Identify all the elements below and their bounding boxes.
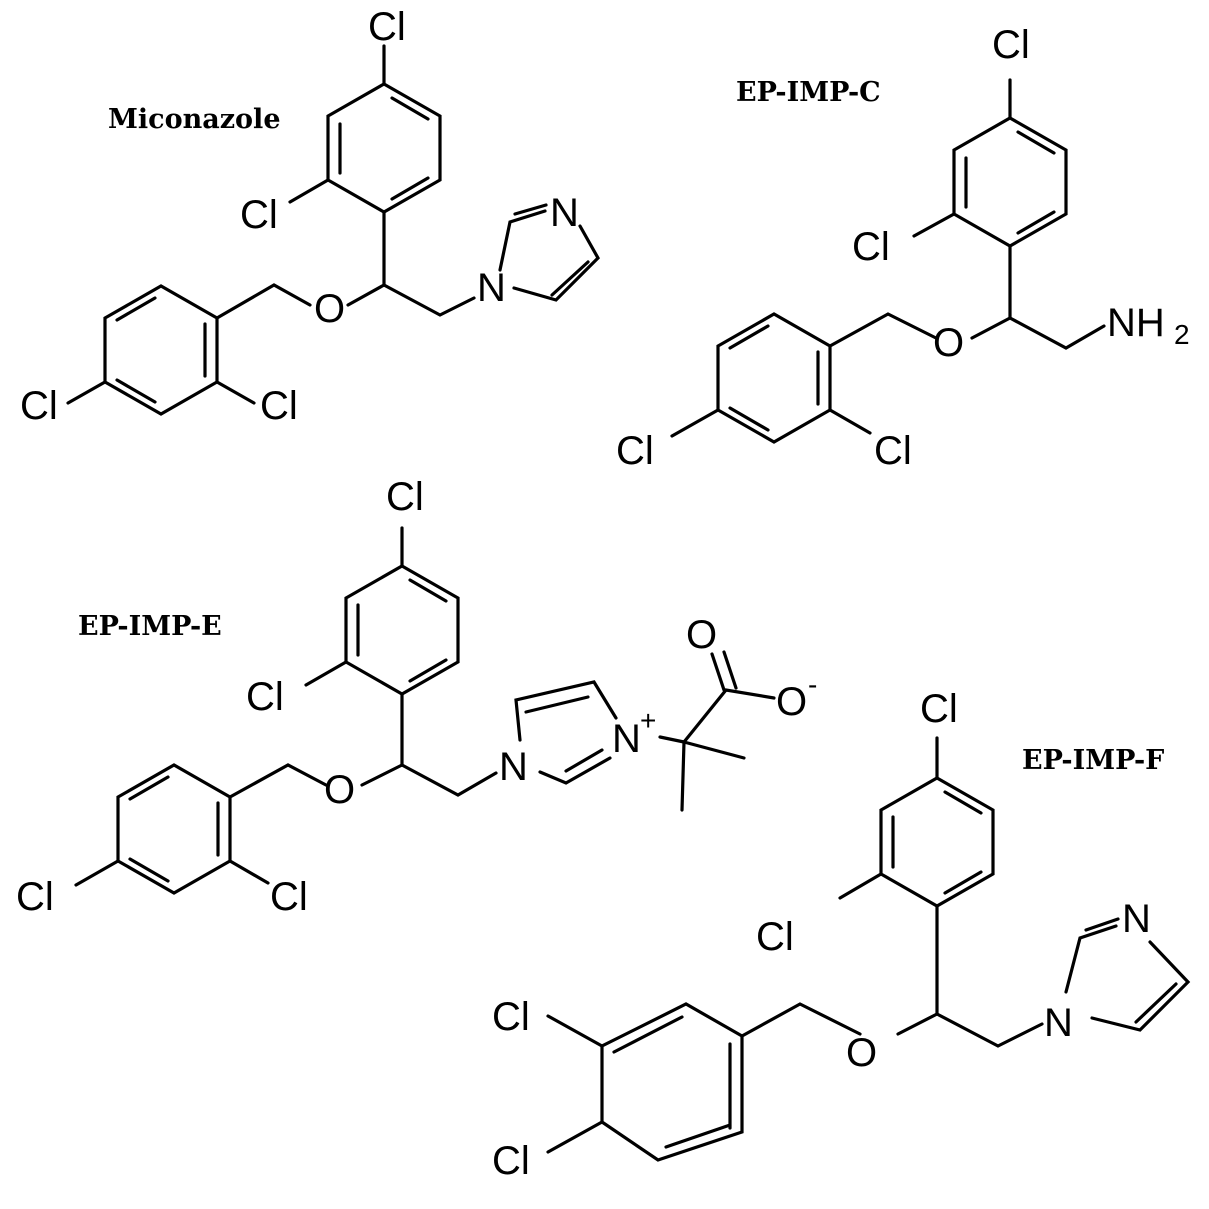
benzyl-ring-inner-bonds xyxy=(115,296,207,404)
carbonyl-oxygen: O xyxy=(686,613,717,657)
chlorine-atom: Cl xyxy=(246,675,284,719)
structure-ep-imp-f: EP-IMP-F Cl Cl O N N Cl Cl xyxy=(492,687,1191,1183)
chlorine-atom: Cl xyxy=(874,429,912,473)
benzyl-ortho-chlorine-bond xyxy=(215,380,256,405)
oxygen-to-benzyl-bond xyxy=(828,312,938,348)
benzyl-ring-inner-bonds xyxy=(728,324,820,432)
oxygen-atom: O xyxy=(933,321,964,365)
benzyl-ring-bonds xyxy=(716,312,832,444)
structure-ep-imp-c: EP-IMP-C Cl Cl O NH 2 Cl Cl xyxy=(616,23,1190,473)
chlorine-atom: Cl xyxy=(16,875,54,919)
imidazole-double-bonds xyxy=(513,203,590,297)
amine-group: NH xyxy=(1107,301,1165,345)
ch-to-oxygen-bond xyxy=(346,283,386,307)
benzyl-ortho-chlorine-bond xyxy=(828,408,872,435)
ortho-chlorine-bond xyxy=(304,660,348,687)
imidazole-ring-bonds xyxy=(1064,924,1191,1032)
oxygen-to-benzyl-bond xyxy=(228,763,328,799)
structure-ep-imp-e: EP-IMP-E Cl Cl O N N + O O - Cl Cl xyxy=(16,475,817,919)
dichlorophenyl-ring-inner-bonds xyxy=(964,130,1056,235)
ch-to-oxygen-bond xyxy=(360,763,404,787)
benzyl-para-chlorine-bond xyxy=(74,859,120,887)
ch-to-oxygen-bond xyxy=(970,316,1012,340)
chlorine-atom: Cl xyxy=(920,687,958,731)
imidazole-ring-bonds xyxy=(498,209,600,302)
carbonyl-double-bond xyxy=(710,650,738,692)
oxygen-to-benzyl-bond xyxy=(215,283,312,320)
negative-charge: - xyxy=(808,669,817,700)
ethyl-chain-bond xyxy=(1008,316,1106,350)
ortho-chlorine-bond xyxy=(288,178,330,204)
dichlorophenyl-ring-bonds xyxy=(952,116,1068,248)
chlorine-atom: Cl xyxy=(368,5,406,49)
chlorine-atom: Cl xyxy=(852,225,890,269)
dichlorophenyl-ring-inner-bonds xyxy=(356,578,448,683)
nitrogen-to-quaternary-carbon-bond xyxy=(658,735,686,744)
ethyl-chain-bond xyxy=(382,283,476,317)
meta-chlorine-bond xyxy=(546,1014,604,1048)
structure-miconazole: Miconazole Cl Cl O N N Cl Cl xyxy=(20,5,600,428)
chlorine-atom: Cl xyxy=(240,193,278,237)
oxygen-atom: O xyxy=(314,287,345,331)
dichlorophenyl-ring-inner-bonds xyxy=(891,790,983,895)
nitrogen-cation: N xyxy=(612,717,641,761)
nitrogen-atom: N xyxy=(477,266,506,310)
amine-subscript: 2 xyxy=(1174,319,1190,350)
benzyl-ring-bonds xyxy=(103,284,219,416)
nitrogen-atom: N xyxy=(499,745,528,789)
nitrogen-atom: N xyxy=(550,191,579,235)
imidazole-double-bonds xyxy=(1084,917,1178,1024)
carboxylate-side-chain-bonds xyxy=(680,688,776,812)
chlorine-atom: Cl xyxy=(992,23,1030,67)
positive-charge: + xyxy=(640,705,656,736)
chlorine-atom: Cl xyxy=(260,384,298,428)
nitrogen-atom: N xyxy=(1122,897,1151,941)
chlorine-atom: Cl xyxy=(20,384,58,428)
chlorine-atom: Cl xyxy=(386,475,424,519)
structure-label-miconazole: Miconazole xyxy=(108,104,281,135)
imidazolium-ring-bonds xyxy=(514,680,618,785)
dichlorophenyl-ring-inner-bonds xyxy=(338,96,430,201)
dichlorophenyl-ring-bonds xyxy=(344,564,460,696)
chlorine-atom: Cl xyxy=(756,915,794,959)
carboxylate-oxygen: O xyxy=(776,680,807,724)
benzyl-ring-bonds xyxy=(600,1002,744,1162)
benzyl-ortho-chlorine-bond xyxy=(228,859,270,885)
nitrogen-atom: N xyxy=(1044,1001,1073,1045)
benzyl-ring-inner-bonds xyxy=(128,775,220,883)
benzyl-ring-inner-bonds xyxy=(612,1015,732,1149)
benzyl-para-chlorine-bond xyxy=(670,408,720,438)
ortho-chlorine-bond xyxy=(912,212,956,238)
structure-label-ep-imp-f: EP-IMP-F xyxy=(1022,745,1164,776)
benzyl-ring-bonds xyxy=(116,763,232,895)
ethyl-chain-bond xyxy=(935,1012,1044,1048)
ch-to-oxygen-bond xyxy=(896,1012,939,1036)
dichlorophenyl-ring-bonds xyxy=(879,776,995,908)
chlorine-atom: Cl xyxy=(270,875,308,919)
structure-label-ep-imp-c: EP-IMP-C xyxy=(736,77,881,108)
ethyl-chain-bond xyxy=(400,763,498,797)
chlorine-atom: Cl xyxy=(616,429,654,473)
benzyl-para-chlorine-bond xyxy=(66,380,107,405)
dichlorophenyl-ring-bonds xyxy=(326,82,442,214)
oxygen-atom: O xyxy=(846,1031,877,1075)
chlorine-atom: Cl xyxy=(492,995,530,1039)
imidazolium-double-bonds xyxy=(524,695,604,773)
ortho-chlorine-bond xyxy=(838,872,883,900)
oxygen-to-benzyl-bond xyxy=(740,1002,862,1038)
structure-label-ep-imp-e: EP-IMP-E xyxy=(78,611,222,642)
chlorine-atom: Cl xyxy=(492,1139,530,1183)
oxygen-atom: O xyxy=(324,768,355,812)
para-chlorine-bond xyxy=(546,1120,604,1154)
